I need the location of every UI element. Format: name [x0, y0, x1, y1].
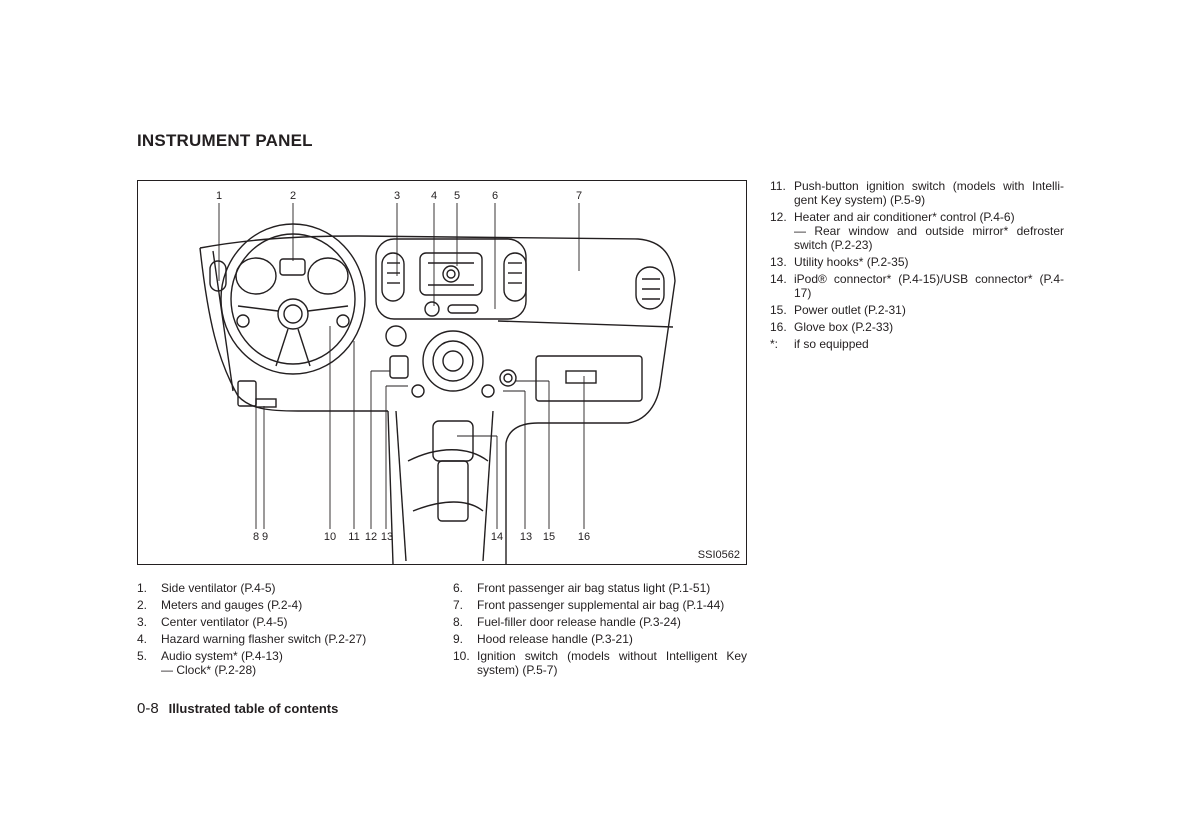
list-item: 9.Hood release handle (P.3-21) [453, 632, 633, 646]
list-item: *:if so equipped [770, 337, 869, 351]
page-footer: 0-8 Illustrated table of contents [137, 700, 338, 717]
callout-10: 10 [323, 531, 337, 543]
page-number: 0-8 [137, 700, 159, 717]
callout-13: 13 [380, 531, 394, 543]
list-item: 4.Hazard warning flasher switch (P.2-27) [137, 632, 367, 646]
list-item: 1.Side ventilator (P.4-5) [137, 581, 276, 595]
callout-12: 12 [364, 531, 378, 543]
callout-5: 5 [453, 190, 461, 202]
list-item: 16.Glove box (P.2-33) [770, 320, 894, 334]
list-item: 11.Push-button ignition switch (models w… [770, 179, 1064, 207]
callout-15: 15 [542, 531, 556, 543]
instrument-panel-figure: 1 2 3 4 5 6 7 8 9 10 11 12 13 14 13 15 1… [137, 180, 747, 565]
list-item: 12.Heater and air conditioner* control (… [770, 210, 1064, 252]
list-item: 8.Fuel-filler door release handle (P.3-2… [453, 615, 681, 629]
callout-3: 3 [393, 190, 401, 202]
section-title: Illustrated table of contents [168, 701, 339, 716]
dashboard-illustration [199, 203, 676, 564]
list-item: 14.iPod® connector* (P.4-15)/USB connect… [770, 272, 1064, 300]
callout-14: 14 [490, 531, 504, 543]
callout-6: 6 [491, 190, 499, 202]
callout-9: 9 [261, 531, 269, 543]
callout-1: 1 [215, 190, 223, 202]
list-item: 15.Power outlet (P.2-31) [770, 303, 906, 317]
list-item: 6.Front passenger air bag status light (… [453, 581, 711, 595]
figure-code: SSI0562 [697, 549, 740, 561]
callout-13b: 13 [519, 531, 533, 543]
list-item: 5.Audio system* (P.4-13)— Clock* (P.2-28… [137, 649, 283, 677]
callout-8: 8 [252, 531, 260, 543]
list-item: 13.Utility hooks* (P.2-35) [770, 255, 909, 269]
callout-7: 7 [575, 190, 583, 202]
legend-list-left: 1.Side ventilator (P.4-5) 2.Meters and g… [137, 581, 437, 680]
callout-2: 2 [289, 190, 297, 202]
callout-4: 4 [430, 190, 438, 202]
legend-list-middle: 6.Front passenger air bag status light (… [453, 581, 747, 680]
list-item: 2.Meters and gauges (P.2-4) [137, 598, 303, 612]
callout-16: 16 [577, 531, 591, 543]
list-item: 7.Front passenger supplemental air bag (… [453, 598, 725, 612]
list-item: 10.Ignition switch (models without Intel… [453, 649, 747, 677]
legend-list-right: 11.Push-button ignition switch (models w… [770, 179, 1064, 354]
page-title: INSTRUMENT PANEL [137, 131, 313, 150]
callout-11: 11 [348, 531, 360, 543]
list-item: 3.Center ventilator (P.4-5) [137, 615, 288, 629]
